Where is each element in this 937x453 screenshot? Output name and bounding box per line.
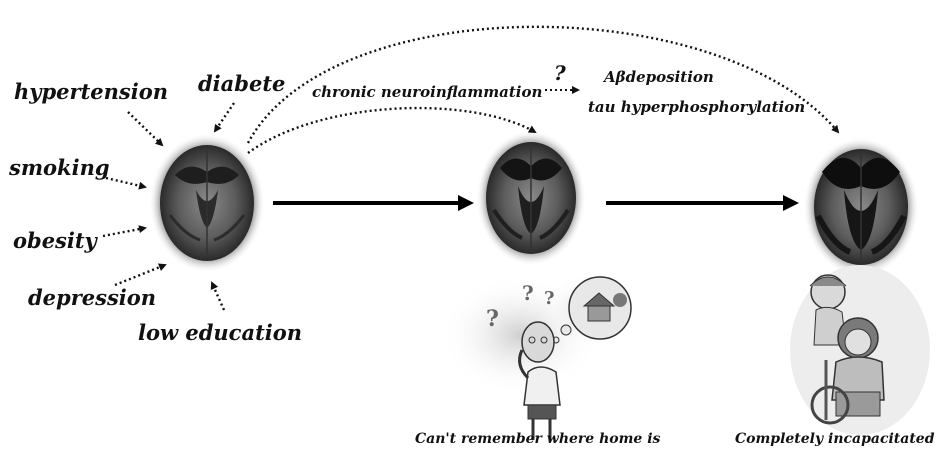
arrow-smoking: [106, 178, 145, 187]
arrow-low-education: [212, 283, 224, 310]
arrow-obesity: [103, 228, 145, 236]
confused-elderly-man-illustration: ? ? ?: [440, 272, 635, 440]
label-neuroinflammation: chronic neuroinflammation: [312, 83, 542, 101]
risk-depression: depression: [28, 285, 156, 310]
wheelchair-patient-illustration: [790, 265, 930, 435]
label-tau-hyperphosphorylation: tau hyperphosphorylation: [588, 98, 805, 116]
risk-smoking: smoking: [8, 155, 110, 180]
arrow-hypertension: [128, 112, 162, 145]
arrow-depression: [115, 265, 165, 285]
risk-diabete: diabete: [198, 71, 285, 96]
risk-low-education: low education: [138, 320, 302, 345]
risk-hypertension: hypertension: [14, 79, 168, 104]
brain-scan-moderate: [476, 130, 586, 266]
brain-scan-severe: [803, 137, 919, 277]
caption-cant-remember-home: Can't remember where home is: [415, 431, 661, 447]
caption-completely-incapacitated: Completely incapacitated: [735, 431, 935, 447]
brain-scan-healthy: [149, 133, 265, 273]
svg-text:?: ?: [522, 281, 534, 305]
risk-obesity: obesity: [13, 228, 99, 253]
svg-text:?: ?: [544, 288, 555, 309]
question-mark: ?: [554, 61, 566, 85]
arrow-diabete: [215, 103, 234, 131]
svg-text:?: ?: [486, 306, 499, 332]
curve-arrow-to-moderate: [248, 108, 535, 153]
label-abeta-deposition: Aβdeposition: [602, 68, 714, 86]
